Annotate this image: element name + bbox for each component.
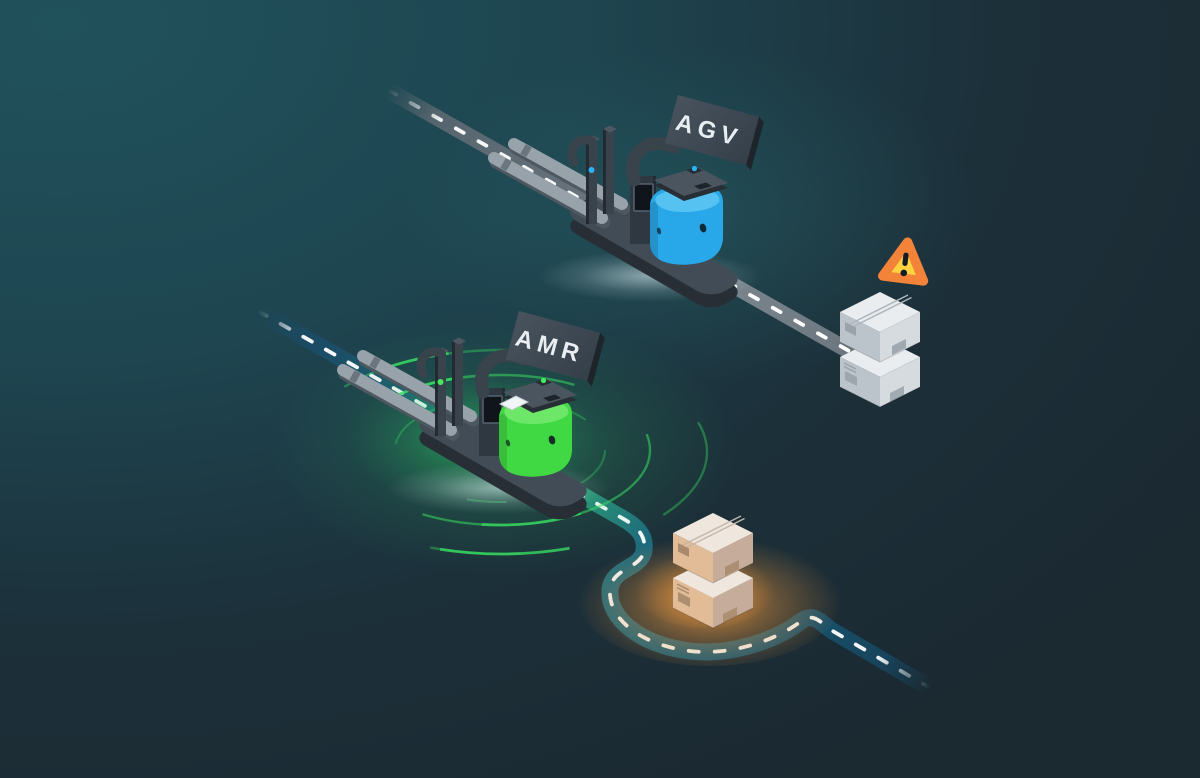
warning-exclamation-dot — [900, 269, 908, 277]
warning-exclamation-bar — [902, 252, 909, 266]
agv-sign: AGV — [663, 94, 765, 171]
amr-sign: AMR — [504, 310, 606, 387]
warning-icon — [878, 237, 929, 286]
amr-screen — [498, 395, 530, 411]
